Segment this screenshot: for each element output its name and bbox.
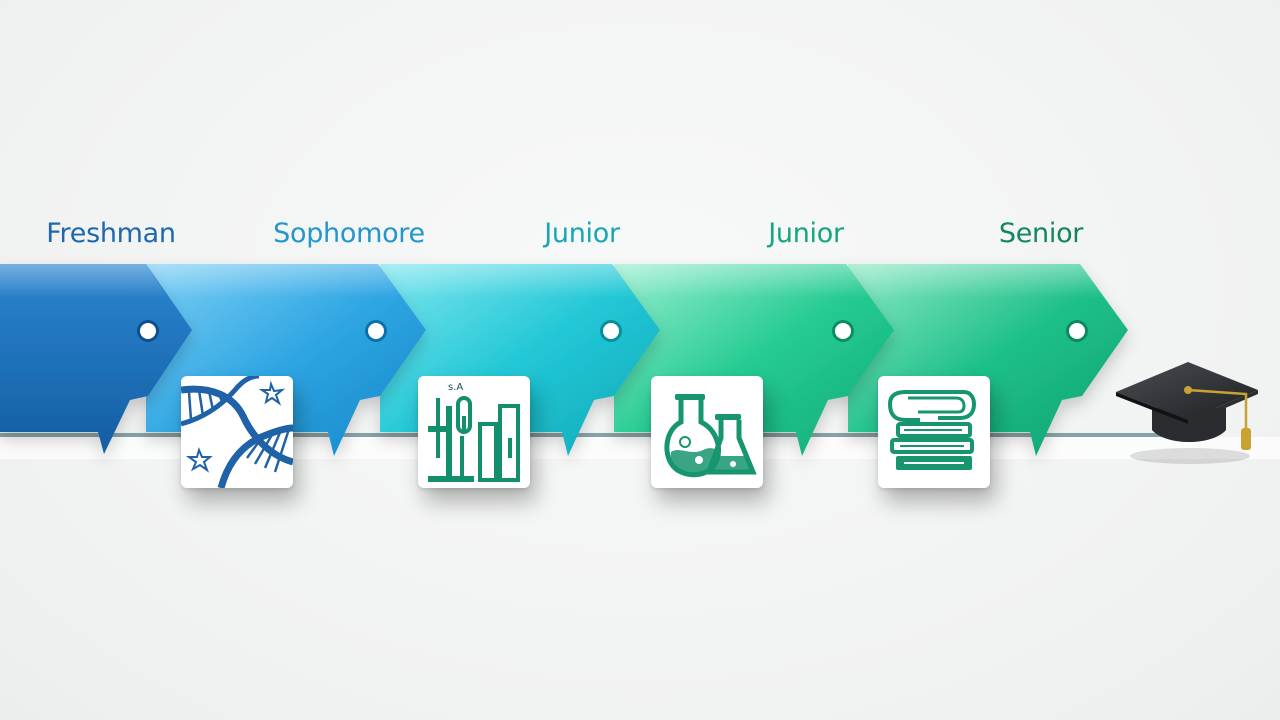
- dna-card: [181, 376, 293, 488]
- books-icon: [888, 390, 976, 470]
- stage-label-junior-1: Junior: [544, 218, 620, 249]
- stage-dot-2: [368, 323, 384, 339]
- stage-label-sophomore: Sophomore: [273, 218, 425, 249]
- books-card: [878, 376, 990, 488]
- track-line: [0, 433, 1200, 437]
- dna-icon: [181, 376, 293, 488]
- stage-dot-1: [140, 323, 156, 339]
- graduation-cap-icon: [1116, 362, 1258, 464]
- stage-arrow-1: [0, 264, 192, 454]
- stage-dot-3: [603, 323, 619, 339]
- flask-icon: [664, 394, 757, 478]
- graduation-cap: [1108, 352, 1268, 477]
- stage-label-senior: Senior: [998, 218, 1084, 249]
- stage-label-junior-2: Junior: [768, 218, 844, 249]
- lab-equipment-icon: s.A: [428, 382, 520, 482]
- stage-label-freshman: Freshman: [46, 218, 176, 249]
- flask-card: [651, 376, 763, 488]
- stage-dot-4: [835, 323, 851, 339]
- lab-card-label: s.A: [448, 382, 463, 393]
- lab-equipment-card: s.A: [418, 376, 530, 488]
- stage-dot-5: [1069, 323, 1085, 339]
